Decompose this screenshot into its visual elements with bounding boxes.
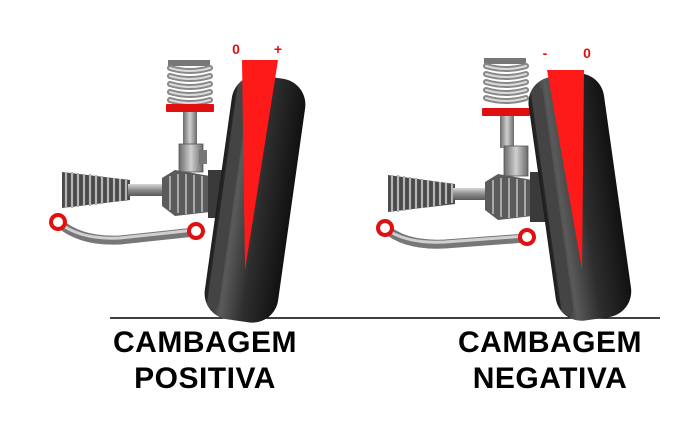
negative-camber-assembly: - 0 <box>376 45 632 321</box>
drive-shaft <box>453 188 487 200</box>
sign-label-right: + <box>274 41 282 57</box>
sign-label-left: 0 <box>232 41 240 57</box>
caption-negative-line2: NEGATIVA <box>472 362 628 395</box>
arm-pivot-outer <box>187 222 205 240</box>
sign-label-right: 0 <box>583 45 591 61</box>
shock-absorber <box>500 116 529 177</box>
coil-spring <box>482 58 530 116</box>
lower-control-arm <box>49 213 205 245</box>
arm-pivot-inner <box>49 213 67 231</box>
camber-angle-wedge <box>547 70 584 270</box>
camber-angle-wedge <box>242 60 278 270</box>
caption-positive-line2: POSITIVA <box>134 362 276 395</box>
sign-label-left: - <box>543 45 548 61</box>
positive-camber-assembly: 0 + <box>49 41 306 323</box>
wheel-hub <box>485 172 548 222</box>
coil-spring <box>166 60 214 112</box>
shock-absorber <box>178 112 207 173</box>
caption-positive-line1: CAMBAGEM <box>113 326 297 359</box>
drive-shaft <box>128 184 164 196</box>
lower-control-arm <box>376 219 536 249</box>
caption-negative-line1: CAMBAGEM <box>458 326 642 359</box>
arm-pivot-inner <box>376 219 394 237</box>
caption-negative: CAMBAGEM NEGATIVA <box>445 325 655 397</box>
caption-positive: CAMBAGEM POSITIVA <box>100 325 310 397</box>
cv-boot <box>388 175 455 212</box>
cv-boot <box>62 172 130 208</box>
arm-pivot-outer <box>518 228 536 246</box>
